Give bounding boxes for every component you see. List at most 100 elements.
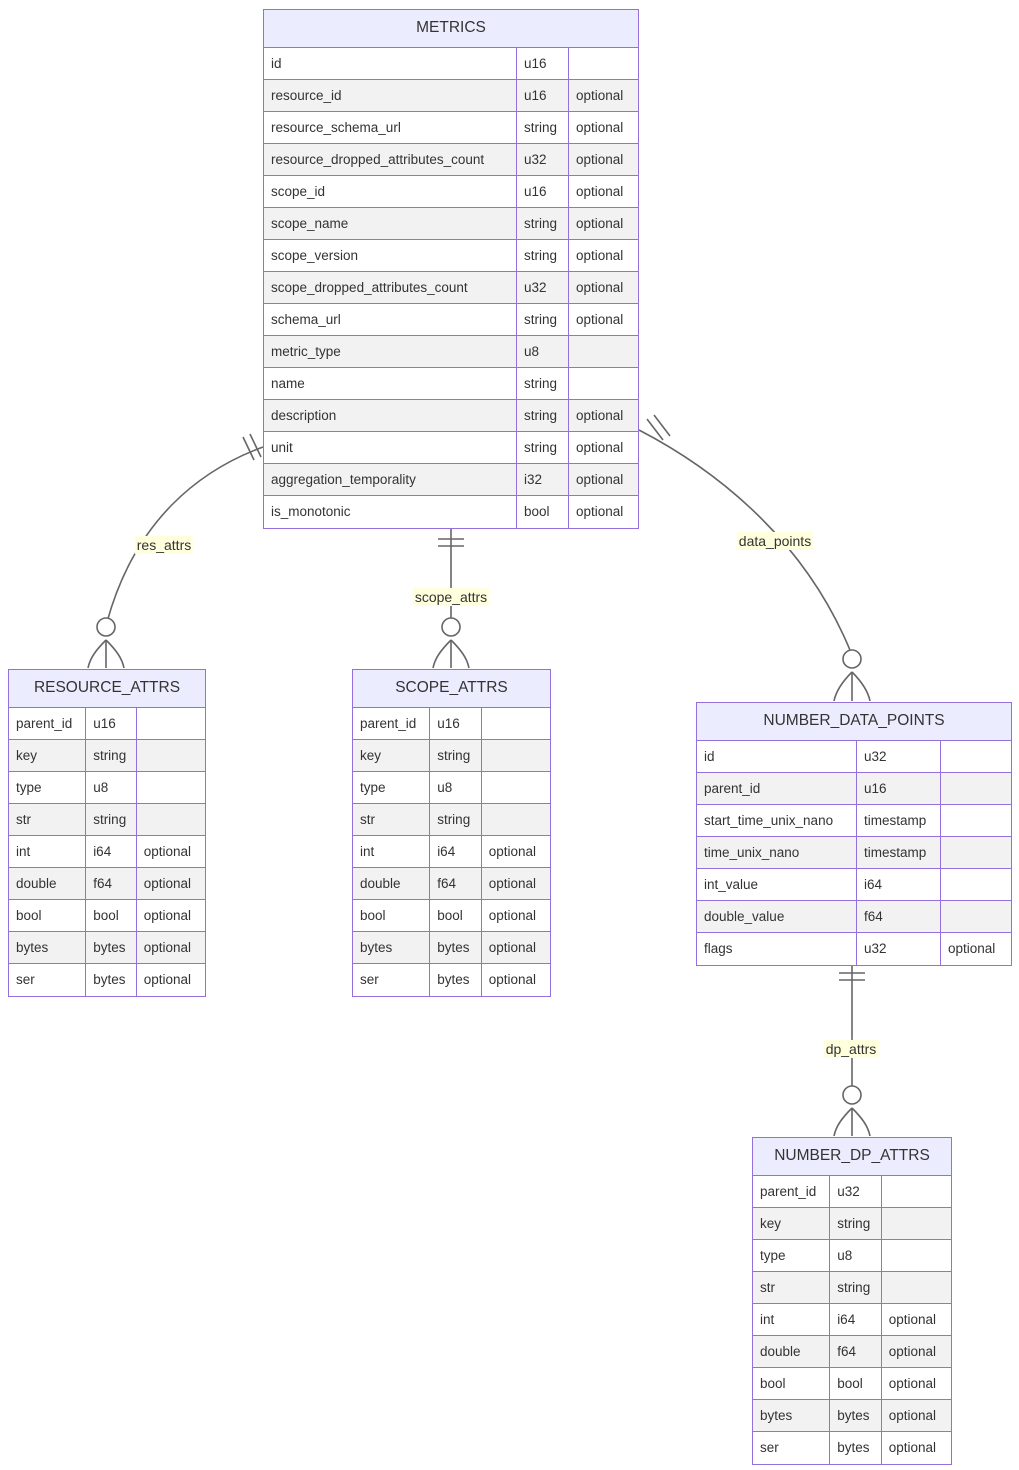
field-name: str xyxy=(9,803,87,835)
table-row: type u8 xyxy=(753,1239,951,1272)
table-row: type u8 xyxy=(9,771,205,804)
table-row: double f64 optional xyxy=(353,867,550,900)
table-row: bytes bytes optional xyxy=(353,931,550,964)
field-type: i64 xyxy=(86,835,137,867)
field-modifier: optional xyxy=(576,183,624,199)
field-modifier xyxy=(482,772,550,803)
field-type: u16 xyxy=(517,47,569,79)
field-type: bytes xyxy=(430,963,482,996)
entity-rows-number-data-points: id u32 parent_id u16 start_time_unix_nan… xyxy=(697,740,1011,965)
field-name: id xyxy=(264,47,517,79)
field-type: bytes xyxy=(86,931,137,963)
field-modifier: optional xyxy=(888,1343,937,1359)
field-modifier: optional xyxy=(888,1407,937,1423)
table-row: scope_name string optional xyxy=(264,207,638,240)
table-row: resource_id u16 optional xyxy=(264,79,638,112)
table-row: int i64 optional xyxy=(753,1303,951,1336)
table-row: ser bytes optional xyxy=(9,963,205,996)
table-row: bool bool optional xyxy=(9,899,205,932)
field-name: int xyxy=(353,835,431,867)
table-row: str string xyxy=(9,803,205,836)
table-row: key string xyxy=(353,739,550,772)
entity-rows-metrics: id u16 resource_id u16 optional resource… xyxy=(264,47,638,528)
field-type: u8 xyxy=(430,771,482,803)
field-modifier: optional xyxy=(143,939,192,955)
field-name: aggregation_temporality xyxy=(264,463,517,495)
field-type: timestamp xyxy=(857,804,941,836)
relationship-label-dp-attrs: dp_attrs xyxy=(823,1039,879,1059)
field-modifier: optional xyxy=(576,215,624,231)
field-modifier: optional xyxy=(576,247,624,263)
field-type: u16 xyxy=(517,79,569,111)
table-row: ser bytes optional xyxy=(353,963,550,996)
entity-resource-attrs[interactable]: RESOURCE_ATTRS parent_id u16 key string … xyxy=(8,669,206,997)
table-row: aggregation_temporality i32 optional xyxy=(264,463,638,496)
table-row: schema_url string optional xyxy=(264,303,638,336)
field-type: string xyxy=(517,111,569,143)
field-type: u16 xyxy=(86,707,137,739)
field-name: parent_id xyxy=(353,707,431,739)
field-name: key xyxy=(753,1207,831,1239)
field-name: scope_id xyxy=(264,175,517,207)
entity-title-resource-attrs: RESOURCE_ATTRS xyxy=(9,670,205,708)
field-modifier xyxy=(137,804,205,835)
entity-rows-number-dp-attrs: parent_id u32 key string type u8 str str… xyxy=(753,1175,951,1464)
field-name: bool xyxy=(753,1367,831,1399)
field-modifier xyxy=(882,1272,951,1303)
table-row: scope_dropped_attributes_count u32 optio… xyxy=(264,271,638,304)
field-type: bytes xyxy=(830,1431,882,1464)
field-type: timestamp xyxy=(857,836,941,868)
table-row: str string xyxy=(353,803,550,836)
field-type: i32 xyxy=(517,463,569,495)
field-modifier: optional xyxy=(576,87,624,103)
field-type: bool xyxy=(86,899,137,931)
table-row: parent_id u16 xyxy=(697,772,1011,805)
field-modifier: optional xyxy=(888,1440,937,1455)
field-modifier: optional xyxy=(576,151,624,167)
field-name: scope_name xyxy=(264,207,517,239)
field-modifier: optional xyxy=(488,875,536,891)
field-type: u16 xyxy=(857,772,941,804)
table-row: parent_id u16 xyxy=(353,707,550,740)
field-name: description xyxy=(264,399,517,431)
field-type: bytes xyxy=(830,1399,882,1431)
field-name: ser xyxy=(753,1431,831,1464)
field-modifier xyxy=(569,368,638,399)
field-type: u32 xyxy=(857,932,941,965)
field-name: id xyxy=(697,740,857,772)
field-name: type xyxy=(9,771,87,803)
entity-rows-resource-attrs: parent_id u16 key string type u8 str str… xyxy=(9,707,205,996)
table-row: id u16 xyxy=(264,47,638,80)
field-modifier: optional xyxy=(576,311,624,327)
field-modifier xyxy=(941,741,1011,772)
field-name: int xyxy=(9,835,87,867)
field-name: double_value xyxy=(697,900,857,932)
field-modifier xyxy=(482,740,550,771)
field-type: u32 xyxy=(517,271,569,303)
field-name: is_monotonic xyxy=(264,495,517,528)
entity-metrics[interactable]: METRICS id u16 resource_id u16 optional … xyxy=(263,9,639,529)
entity-number-data-points[interactable]: NUMBER_DATA_POINTS id u32 parent_id u16 … xyxy=(696,702,1012,966)
entity-number-dp-attrs[interactable]: NUMBER_DP_ATTRS parent_id u32 key string… xyxy=(752,1137,952,1465)
field-modifier xyxy=(941,901,1011,932)
relationship-label-res-attrs: res_attrs xyxy=(134,535,194,555)
field-name: name xyxy=(264,367,517,399)
field-name: resource_dropped_attributes_count xyxy=(264,143,517,175)
relationship-label-data-points: data_points xyxy=(736,531,814,551)
table-row: type u8 xyxy=(353,771,550,804)
table-row: int i64 optional xyxy=(9,835,205,868)
field-modifier: optional xyxy=(143,907,192,923)
field-modifier: optional xyxy=(488,843,536,859)
field-type: string xyxy=(830,1271,882,1303)
field-modifier xyxy=(482,804,550,835)
table-row: metric_type u8 xyxy=(264,335,638,368)
field-name: parent_id xyxy=(753,1175,831,1207)
field-type: string xyxy=(517,431,569,463)
field-name: resource_schema_url xyxy=(264,111,517,143)
entity-scope-attrs[interactable]: SCOPE_ATTRS parent_id u16 key string typ… xyxy=(352,669,551,997)
field-type: u16 xyxy=(430,707,482,739)
field-modifier: optional xyxy=(143,972,192,987)
table-row: id u32 xyxy=(697,740,1011,773)
field-modifier xyxy=(137,708,205,739)
